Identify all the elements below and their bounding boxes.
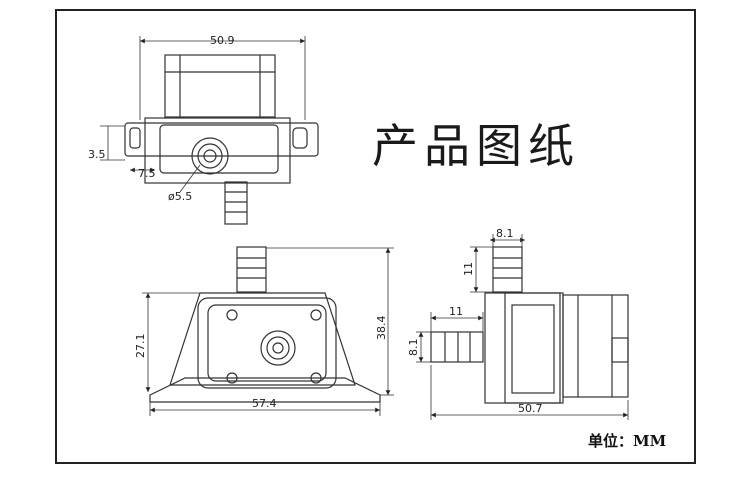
drawing-border xyxy=(55,9,696,464)
dim-front-height: 27.1 xyxy=(134,334,147,359)
dim-inlet-width: 8.1 xyxy=(407,339,420,357)
dim-side-length: 50.7 xyxy=(518,402,543,415)
dim-bracket-offset: 7.5 xyxy=(138,167,156,180)
dim-total-height: 38.4 xyxy=(375,316,388,341)
side-view xyxy=(430,246,629,404)
unit-label: 单位：MM xyxy=(588,432,666,450)
dim-top-width: 50.9 xyxy=(210,34,235,47)
top-view xyxy=(124,54,319,225)
dim-front-width: 57.4 xyxy=(252,397,277,410)
dim-bracket-thickness: 3.5 xyxy=(88,148,106,161)
dim-outlet-width: 8.1 xyxy=(496,227,514,240)
dim-inlet-diameter: ø5.5 xyxy=(168,190,192,203)
drawing-title: 产品图纸 xyxy=(372,119,580,173)
dim-inlet-length: 11 xyxy=(449,305,463,318)
front-view xyxy=(149,246,381,403)
dim-outlet-length: 11 xyxy=(462,262,475,276)
